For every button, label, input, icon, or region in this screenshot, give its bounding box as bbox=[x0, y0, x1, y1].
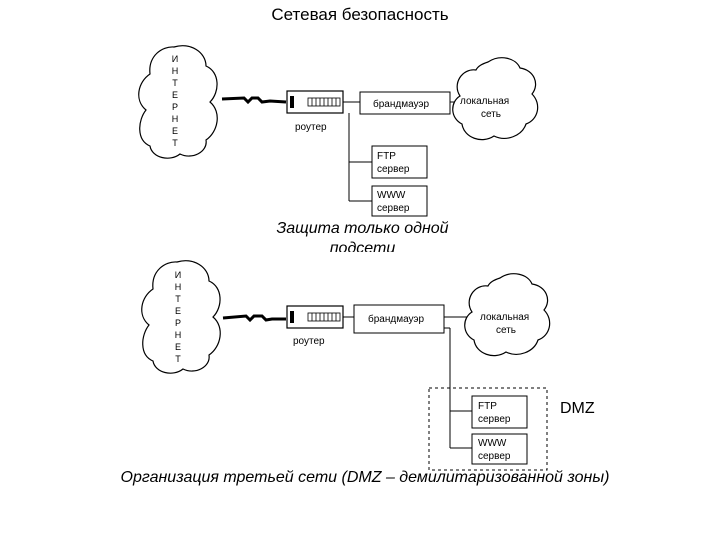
internet-letter: Е bbox=[172, 126, 178, 136]
router-label: роутер bbox=[295, 122, 327, 133]
internet-letter: Т bbox=[172, 78, 178, 88]
ftp-server-box bbox=[371, 145, 428, 179]
lan-cloud-icon bbox=[464, 273, 551, 357]
internet-letter: Р bbox=[175, 318, 181, 328]
www-server-box bbox=[371, 185, 428, 217]
internet-letter: И bbox=[172, 54, 178, 64]
ftp-server-box bbox=[471, 395, 528, 429]
wireless-link-icon bbox=[222, 314, 286, 323]
internet-letter: Н bbox=[175, 330, 182, 340]
internet-letter: Е bbox=[175, 306, 181, 316]
internet-cloud-icon bbox=[141, 260, 221, 374]
router-icon bbox=[286, 305, 344, 329]
internet-letter: И bbox=[175, 270, 181, 280]
internet-letter: Н bbox=[175, 282, 182, 292]
www-server-line2: сервер bbox=[478, 451, 511, 462]
dmz-zone bbox=[428, 387, 548, 471]
internet-letter: Т bbox=[172, 138, 178, 148]
dmz-label: DMZ bbox=[560, 400, 595, 417]
lan-label-line2: сеть bbox=[496, 325, 516, 336]
firewall-label: брандмауэр bbox=[368, 313, 425, 325]
internet-letter: Н bbox=[172, 66, 179, 76]
internet-letter: Е bbox=[175, 342, 181, 352]
diagram-1: И Н Т Е Р Н Е Т роутер брандмауэр локаль… bbox=[138, 45, 539, 217]
page-title: Сетевая безопасность bbox=[271, 5, 449, 24]
internet-cloud-icon bbox=[138, 45, 218, 159]
internet-letter: Т bbox=[175, 354, 181, 364]
firewall-label: брандмауэр bbox=[373, 98, 430, 110]
www-server-box bbox=[471, 433, 528, 465]
internet-letter: Е bbox=[172, 90, 178, 100]
ftp-server-line2: сервер bbox=[377, 164, 410, 175]
lan-label-line2: сеть bbox=[481, 109, 501, 120]
router-icon bbox=[286, 90, 344, 114]
diagram-2: И Н Т Е Р Н Е Т роутер брандмауэр локаль… bbox=[141, 260, 551, 471]
lan-label-line1: локальная bbox=[460, 96, 509, 107]
firewall-box bbox=[353, 304, 445, 334]
www-server-line1: WWW bbox=[377, 190, 406, 201]
internet-letter: Н bbox=[172, 114, 179, 124]
ftp-server-line2: сервер bbox=[478, 414, 511, 425]
diagram-1-caption: Защита только одной подсети bbox=[276, 220, 449, 252]
lan-cloud-icon bbox=[452, 57, 539, 141]
ftp-server-line1: FTP bbox=[478, 401, 497, 412]
firewall-box bbox=[359, 91, 451, 115]
internet-letter: Р bbox=[172, 102, 178, 112]
lan-label-line1: локальная bbox=[480, 312, 529, 323]
ftp-server-line1: FTP bbox=[377, 151, 396, 162]
wireless-link-icon bbox=[221, 96, 287, 105]
www-server-line1: WWW bbox=[478, 438, 507, 449]
router-label: роутер bbox=[293, 336, 325, 347]
diagram-2-caption: Организация третьей сети (DMZ – демилита… bbox=[120, 469, 610, 486]
www-server-line2: сервер bbox=[377, 203, 410, 214]
internet-letter: Т bbox=[175, 294, 181, 304]
